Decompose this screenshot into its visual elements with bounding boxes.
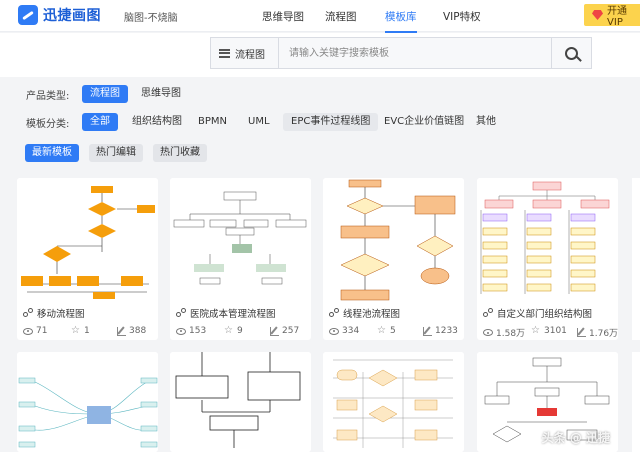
- card-title: 自定义部门组织结构图: [497, 309, 593, 320]
- flowchart-icon: [23, 308, 33, 318]
- flowchart-icon: [176, 308, 186, 318]
- template-thumbnail: [170, 178, 311, 302]
- brand-slogan: 脑图-不烧脑: [124, 13, 178, 24]
- edit-count: 257: [270, 326, 299, 336]
- category-uml[interactable]: UML: [248, 116, 270, 127]
- open-vip-button[interactable]: 开通VIP: [584, 4, 640, 28]
- card-title-row: 线程池流程图: [329, 306, 400, 320]
- star-count[interactable]: ☆1: [71, 325, 90, 337]
- edit-icon: [270, 326, 279, 336]
- sort-tab-hot-edit[interactable]: 热门编辑: [89, 144, 143, 162]
- card-title: 医院成本管理流程图: [190, 309, 276, 320]
- search-band: 流程图: [0, 33, 640, 77]
- nav-mindmap[interactable]: 思维导图: [262, 11, 304, 23]
- template-thumbnail: [477, 352, 618, 452]
- logo-icon: [18, 5, 38, 25]
- product-type-filter: 产品类型: 流程图 思维导图: [0, 81, 640, 107]
- template-card[interactable]: [17, 352, 158, 452]
- nav-flowchart[interactable]: 流程图: [325, 11, 357, 23]
- template-category-label: 模板分类:: [26, 119, 70, 130]
- view-count: 71: [23, 326, 47, 336]
- template-card[interactable]: 移动流程图 71 ☆1 388: [17, 178, 158, 340]
- search-box: 流程图: [210, 37, 592, 69]
- star-icon: ☆: [71, 325, 80, 336]
- category-evc[interactable]: EVC企业价值链图: [384, 116, 465, 127]
- star-icon: ☆: [377, 325, 386, 336]
- card-title: 移动流程图: [37, 309, 85, 320]
- nav-vip[interactable]: VIP特权: [443, 11, 481, 23]
- star-count[interactable]: ☆3101: [531, 325, 567, 337]
- flowchart-icon: [329, 308, 339, 318]
- star-count[interactable]: ☆5: [377, 325, 396, 337]
- edit-count: 1.76万: [577, 326, 618, 339]
- star-icon: ☆: [224, 325, 233, 336]
- sort-tab-newest[interactable]: 最新模板: [25, 144, 79, 162]
- view-count: 334: [329, 326, 359, 336]
- vip-button-label: 开通VIP: [607, 6, 628, 28]
- template-thumbnail: [17, 178, 158, 302]
- product-option-flowchart[interactable]: 流程图: [82, 85, 128, 103]
- eye-icon: [483, 329, 493, 336]
- eye-icon: [176, 327, 186, 335]
- edit-icon: [577, 328, 586, 337]
- menu-icon: [219, 48, 230, 58]
- template-category-filter: 模板分类: 全部 组织结构图 BPMN UML EPC事件过程线图 EVC企业价…: [0, 109, 640, 135]
- watermark: 头条 @ 迅捷: [541, 431, 610, 445]
- template-card[interactable]: 线程池流程图 334 ☆5 1233: [323, 178, 464, 340]
- view-count: 1.58万: [483, 326, 525, 339]
- card-title: 线程池流程图: [343, 309, 401, 320]
- product-type-label: 产品类型:: [26, 91, 70, 102]
- eye-icon: [23, 327, 33, 335]
- product-option-mindmap[interactable]: 思维导图: [141, 88, 181, 99]
- view-count: 153: [176, 326, 206, 336]
- edit-count: 1233: [423, 326, 458, 336]
- star-count[interactable]: ☆9: [224, 325, 243, 337]
- template-card[interactable]: [170, 352, 311, 452]
- edit-count: 388: [117, 326, 146, 336]
- search-type-dropdown[interactable]: 流程图: [211, 38, 279, 68]
- edit-icon: [117, 326, 126, 336]
- brand-logo[interactable]: 迅捷画图: [18, 5, 101, 25]
- edit-icon: [423, 326, 432, 336]
- eye-icon: [329, 327, 339, 335]
- template-card[interactable]: 头条 @ 迅捷: [477, 352, 618, 452]
- template-thumbnail: [170, 352, 311, 452]
- category-other[interactable]: 其他: [476, 116, 496, 127]
- top-navbar: 迅捷画图 脑图-不烧脑 思维导图 流程图 模板库 VIP特权 开通VIP: [0, 0, 640, 33]
- search-button[interactable]: [551, 38, 591, 68]
- flowchart-icon: [483, 308, 493, 318]
- template-thumbnail: [477, 178, 618, 302]
- card-title-row: 自定义部门组织结构图: [483, 306, 592, 320]
- template-card[interactable]: 自定义部门组织结构图 1.58万 ☆3101 1.76万: [477, 178, 618, 340]
- card-title-row: 医院成本管理流程图: [176, 306, 276, 320]
- sort-tab-hot-favorite[interactable]: 热门收藏: [153, 144, 207, 162]
- search-input[interactable]: [279, 38, 551, 68]
- category-all[interactable]: 全部: [82, 113, 118, 131]
- category-epc[interactable]: EPC事件过程线图: [283, 113, 379, 131]
- template-thumbnail: [323, 178, 464, 302]
- search-type-label: 流程图: [235, 49, 265, 61]
- template-thumbnail: [323, 352, 464, 452]
- next-card-edge: [632, 352, 640, 452]
- nav-template-library[interactable]: 模板库: [385, 11, 417, 33]
- template-card[interactable]: 医院成本管理流程图 153 ☆9 257: [170, 178, 311, 340]
- brand-name: 迅捷画图: [43, 8, 101, 24]
- template-card[interactable]: [323, 352, 464, 452]
- template-thumbnail: [17, 352, 158, 452]
- search-icon: [565, 46, 578, 60]
- category-bpmn[interactable]: BPMN: [198, 116, 227, 127]
- star-icon: ☆: [531, 325, 540, 336]
- diamond-icon: [592, 10, 604, 20]
- category-org-chart[interactable]: 组织结构图: [132, 116, 182, 127]
- card-title-row: 移动流程图: [23, 306, 85, 320]
- next-card-edge: [632, 178, 640, 340]
